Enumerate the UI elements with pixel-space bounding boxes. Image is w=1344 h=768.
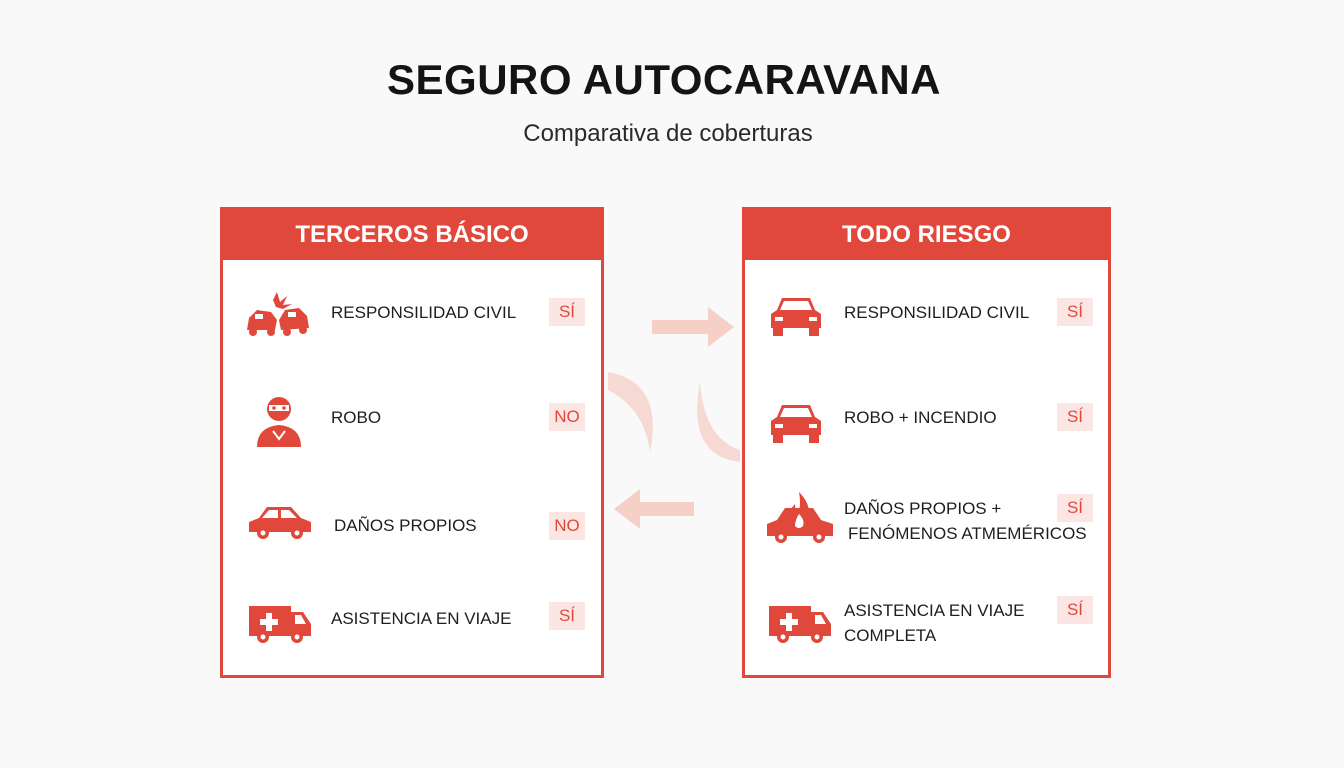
coverage-label-line2: COMPLETA (844, 626, 937, 645)
coverage-row: DAÑOS PROPIOS + FENÓMENOS ATMEMÉRICOS SÍ (745, 478, 1108, 568)
cycle-arc-right (697, 382, 740, 462)
coverage-row: RESPONSILIDAD CIVIL SÍ (745, 270, 1108, 360)
coverage-label-line1: ASISTENCIA EN VIAJE (844, 601, 1025, 620)
page-subtitle: Comparativa de coberturas (523, 120, 813, 147)
coverage-label: ROBO (331, 408, 382, 427)
connector-arrows (608, 307, 740, 529)
arrow-left-icon (614, 489, 694, 529)
thief-icon (257, 397, 301, 447)
coverage-row: ASISTENCIA EN VIAJE COMPLETA SÍ (745, 582, 1108, 672)
coverage-row: ROBO + INCENDIO SÍ (745, 375, 1108, 465)
coverage-label-line1: DAÑOS PROPIOS + (844, 499, 1002, 518)
cycle-arc-left (608, 372, 653, 452)
coverage-value-badge: SÍ (1057, 298, 1093, 326)
car-fire-icon (767, 492, 833, 543)
coverage-row: ASISTENCIA EN VIAJE SÍ (223, 582, 601, 672)
coverage-value-badge: SÍ (1057, 403, 1093, 431)
coverage-value-badge: SÍ (1057, 494, 1093, 522)
panel-todo-riesgo: TODO RIESGO RESPONSILIDAD CIVIL SÍ (742, 207, 1111, 678)
coverage-label-line2: FENÓMENOS ATMEMÉRICOS (848, 524, 1087, 543)
coverage-value-badge: SÍ (1057, 596, 1093, 624)
coverage-label: RESPONSILIDAD CIVIL (844, 303, 1030, 322)
coverage-label: DAÑOS PROPIOS (334, 516, 477, 535)
coverage-value-badge: SÍ (549, 602, 585, 630)
coverage-row: ROBO NO (223, 375, 601, 465)
coverage-label: RESPONSILIDAD CIVIL (331, 303, 517, 322)
coverage-row: RESPONSILIDAD CIVIL SÍ (223, 270, 601, 360)
page-title: SEGURO AUTOCARAVANA (387, 56, 941, 103)
ambulance-icon (249, 606, 311, 643)
coverage-value-badge: NO (549, 403, 585, 431)
coverage-label: ROBO + INCENDIO (844, 408, 997, 427)
coverage-label: ASISTENCIA EN VIAJE (331, 609, 512, 628)
car-icon (249, 507, 311, 539)
coverage-row: DAÑOS PROPIOS NO (223, 478, 601, 568)
coverage-value-badge: SÍ (549, 298, 585, 326)
coverage-value-badge: NO (549, 512, 585, 540)
panel-terceros-basico: TERCEROS BÁSICO RESPONSILIDAD CIVIL SÍ (220, 207, 604, 678)
car-front-icon (771, 298, 821, 336)
ambulance-icon (769, 606, 831, 643)
panel-title: TERCEROS BÁSICO (223, 210, 601, 260)
car-front-icon (771, 405, 821, 443)
panel-title: TODO RIESGO (745, 210, 1108, 260)
car-crash-icon (247, 292, 309, 336)
arrow-right-icon (652, 307, 734, 347)
